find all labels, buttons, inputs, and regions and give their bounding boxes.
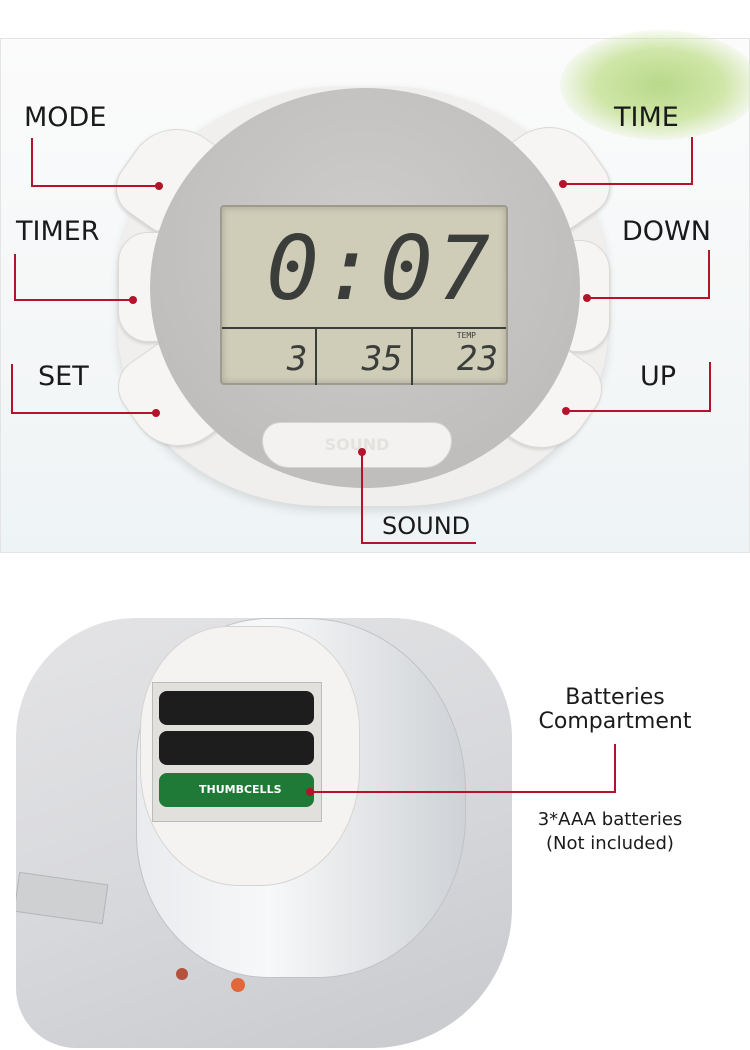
time-callout-line-h xyxy=(563,183,693,185)
set-callout-dot xyxy=(152,409,160,417)
battery-note: 3*AAA batteries (Not included) xyxy=(515,808,705,856)
battery-cover xyxy=(16,871,109,925)
sound-button[interactable]: SOUND xyxy=(262,422,452,468)
battery-title-line2: Compartment xyxy=(538,709,692,734)
timer-callout-line xyxy=(14,254,16,301)
up-callout-line-h xyxy=(566,410,711,412)
lcd-seconds: 35 xyxy=(317,329,413,385)
battery-compartment: THUMBCELLS xyxy=(152,682,322,822)
battery xyxy=(159,691,314,725)
set-callout-line xyxy=(11,364,13,414)
down-callout-line xyxy=(708,250,710,299)
candy xyxy=(231,978,245,992)
mode-callout-line xyxy=(31,138,33,187)
battery-thumbcells: THUMBCELLS xyxy=(159,773,314,807)
sound-label: SOUND xyxy=(382,512,471,540)
set-callout-line-h xyxy=(11,412,156,414)
battery-title-line1: Batteries xyxy=(565,685,665,710)
battery-callout-line-h xyxy=(310,791,616,793)
up-callout-dot xyxy=(562,407,570,415)
battery-callout-line xyxy=(614,744,616,793)
timer-callout-line-h xyxy=(14,299,132,301)
down-label: DOWN xyxy=(622,216,711,247)
battery-note-line2: (Not included) xyxy=(546,833,674,854)
lcd-time: 0:07 xyxy=(266,217,494,320)
set-label: SET xyxy=(38,361,89,392)
down-callout-line-h xyxy=(587,297,710,299)
time-callout-line xyxy=(691,137,693,185)
battery-compartment-photo: THUMBCELLS xyxy=(16,618,512,1048)
battery-title: Batteries Compartment xyxy=(520,686,710,734)
plant-leaf-decoration xyxy=(560,30,750,140)
battery-callout-dot xyxy=(306,788,314,796)
time-callout-dot xyxy=(559,180,567,188)
timer-label: TIMER xyxy=(16,216,100,247)
lcd-day: 3 xyxy=(222,329,318,385)
mode-callout-dot xyxy=(155,182,163,190)
sound-callout-line xyxy=(361,452,363,544)
mode-callout-line-h xyxy=(31,185,159,187)
up-callout-line xyxy=(709,362,711,412)
down-callout-dot xyxy=(583,294,591,302)
timer-callout-dot xyxy=(129,296,137,304)
battery-note-line1: 3*AAA batteries xyxy=(537,809,683,830)
lcd-temperature: 23 xyxy=(457,339,498,379)
up-label: UP xyxy=(640,361,677,392)
candy xyxy=(176,968,188,980)
time-label: TIME xyxy=(614,102,679,133)
sound-callout-line-h xyxy=(361,542,476,544)
mode-label: MODE xyxy=(24,102,107,133)
lcd-temp-label: TEMP xyxy=(456,331,476,340)
battery xyxy=(159,731,314,765)
